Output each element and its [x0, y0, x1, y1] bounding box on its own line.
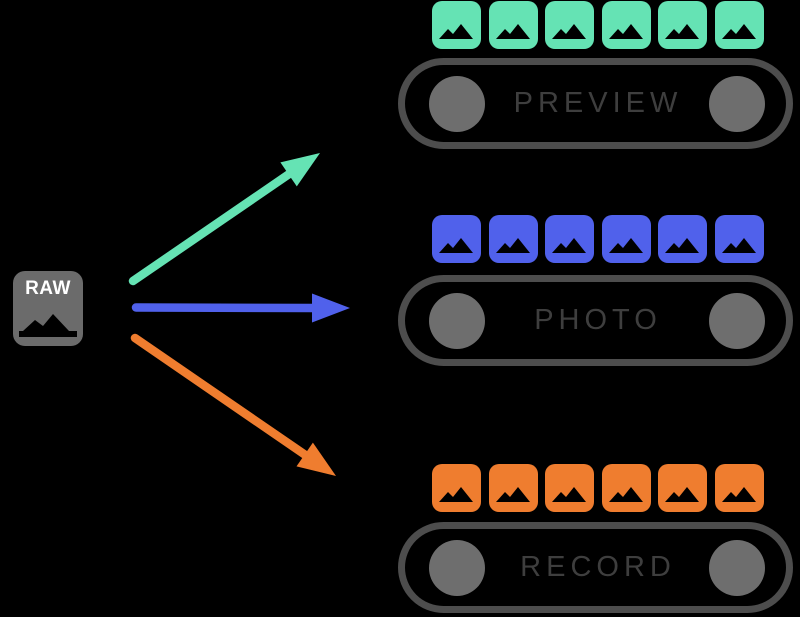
pipeline-photo: PHOTO — [398, 275, 793, 366]
pipeline-preview: PREVIEW — [398, 58, 793, 149]
reel-circle-icon — [709, 539, 765, 596]
image-frame-icon — [432, 1, 481, 49]
reel-circle-icon — [429, 292, 485, 349]
image-frame-icon — [658, 1, 707, 49]
reel-circle-icon — [709, 292, 765, 349]
arrow-to-preview — [128, 153, 320, 286]
image-frame-icon — [658, 215, 707, 263]
frame-strip-photo — [432, 215, 764, 263]
pipeline-record: RECORD — [398, 522, 793, 613]
pipeline-preview-label: PREVIEW — [513, 87, 683, 119]
frame-strip-preview — [432, 1, 764, 49]
frame-strip-record — [432, 464, 764, 512]
image-frame-icon — [601, 215, 651, 263]
image-frame-icon — [714, 464, 764, 512]
reel-circle-icon — [429, 75, 485, 132]
image-frame-icon — [601, 464, 651, 512]
image-frame-icon — [488, 464, 538, 512]
mountain-icon — [19, 314, 77, 337]
pipeline-photo-label: PHOTO — [534, 304, 662, 336]
image-frame-icon — [432, 464, 481, 512]
image-frame-icon — [601, 1, 651, 49]
image-frame-icon — [488, 1, 538, 49]
raw-source-label: RAW — [25, 278, 71, 299]
image-frame-icon — [432, 215, 481, 263]
pipeline-record-label: RECORD — [520, 551, 676, 583]
image-frame-icon — [714, 215, 764, 263]
reel-circle-icon — [429, 539, 485, 596]
arrow-to-photo — [131, 293, 350, 323]
reel-circle-icon — [709, 75, 765, 132]
image-frame-icon — [545, 1, 594, 49]
image-frame-icon — [488, 215, 538, 263]
raw-source-icon: RAW — [13, 271, 83, 346]
image-frame-icon — [545, 215, 594, 263]
arrow-to-record — [130, 333, 336, 476]
image-frame-icon — [658, 464, 707, 512]
image-frame-icon — [545, 464, 594, 512]
image-frame-icon — [714, 1, 764, 49]
